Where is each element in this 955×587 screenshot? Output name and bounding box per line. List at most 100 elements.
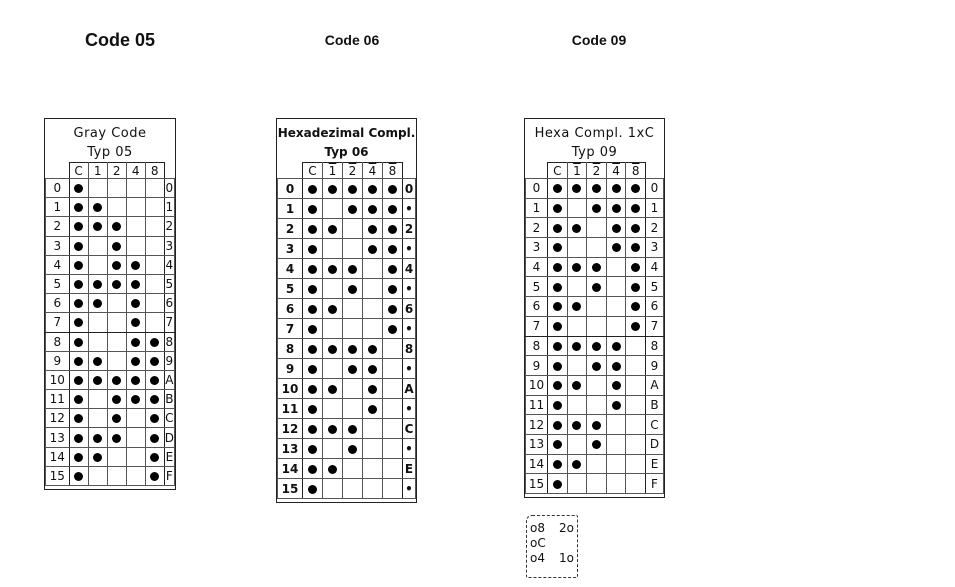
bit-cell	[125, 350, 146, 371]
dot-icon	[552, 204, 562, 214]
bit-cell	[586, 473, 607, 494]
bit-cell	[125, 177, 146, 199]
bit-cell	[625, 237, 646, 258]
bit-cell	[605, 315, 627, 337]
dot-icon	[368, 184, 377, 194]
hex-value: •	[402, 238, 416, 259]
code-05-column-header: 4	[125, 162, 146, 179]
dot-icon	[74, 395, 84, 405]
dot-icon	[150, 433, 160, 443]
dot-icon	[348, 444, 357, 454]
bit-cell	[586, 315, 607, 337]
bit-cell	[144, 235, 165, 256]
bit-cell	[586, 178, 607, 199]
code-06-row: 14 E	[277, 458, 416, 479]
row-number: 6	[45, 293, 70, 314]
bit-cell	[566, 276, 588, 298]
dot-icon	[112, 260, 122, 270]
bit-cell	[586, 374, 607, 396]
dot-icon	[631, 223, 641, 233]
code-09-column-header: 4	[605, 162, 627, 179]
bit-cell	[87, 446, 108, 467]
bit-cell	[362, 438, 383, 459]
bit-cell	[382, 418, 403, 439]
dot-icon	[112, 375, 122, 385]
bit-cell	[322, 398, 343, 419]
dot-icon	[112, 280, 122, 290]
bit-cell	[362, 298, 383, 319]
bit-cell	[362, 238, 383, 259]
row-number: 2	[277, 218, 303, 239]
bit-cell	[68, 197, 89, 218]
hex-value: 3	[164, 235, 176, 256]
row-number: 11	[45, 389, 70, 410]
bit-cell	[625, 276, 646, 298]
row-number: 11	[525, 394, 548, 416]
dot-icon	[74, 260, 84, 270]
row-number: 14	[277, 458, 303, 479]
dot-icon	[591, 184, 601, 194]
code-06-row: 3•	[277, 238, 416, 259]
bit-cell	[144, 254, 165, 275]
bit-cell	[547, 296, 568, 317]
hex-value: 6	[402, 298, 416, 319]
bit-cell	[68, 177, 89, 199]
hex-value: 3	[645, 237, 665, 258]
bit-cell	[342, 438, 363, 459]
dot-icon	[348, 204, 357, 214]
hex-value: 4	[164, 254, 176, 275]
row-number: 10	[277, 378, 303, 399]
bit-cell	[68, 293, 89, 314]
bit-cell	[342, 318, 363, 339]
bit-cell	[106, 369, 127, 391]
bit-cell	[322, 318, 343, 339]
dot-icon	[591, 282, 601, 292]
bit-cell	[547, 473, 568, 494]
bit-cell	[144, 312, 165, 333]
dot-icon	[308, 284, 317, 294]
hex-value: E	[402, 458, 416, 479]
row-number: 8	[45, 331, 70, 352]
bit-cell	[382, 258, 403, 279]
bit-cell	[302, 258, 323, 279]
dot-icon	[308, 364, 317, 374]
row-number: 1	[277, 198, 303, 219]
bit-cell	[125, 369, 146, 391]
dot-icon	[308, 464, 317, 474]
row-number: 11	[277, 398, 303, 419]
bit-cell	[125, 331, 146, 352]
hex-value: 1	[645, 197, 665, 219]
bit-cell	[322, 438, 343, 459]
dot-icon	[552, 243, 562, 253]
bit-cell	[144, 293, 165, 314]
bit-cell	[87, 216, 108, 237]
code-06-row: 15•	[277, 478, 416, 499]
bit-cell	[342, 218, 363, 239]
hex-value: 8	[164, 331, 176, 352]
bit-cell	[625, 414, 646, 435]
dot-icon	[552, 479, 562, 489]
dot-icon	[150, 414, 160, 424]
dot-icon	[112, 433, 122, 443]
dot-icon	[611, 184, 621, 194]
hex-value: A	[402, 378, 416, 399]
hex-value: D	[645, 433, 665, 455]
dot-icon	[348, 264, 357, 274]
dot-icon	[368, 224, 377, 234]
dot-icon	[368, 244, 377, 254]
code-06-row: 5•	[277, 278, 416, 299]
dot-icon	[93, 280, 103, 290]
dot-icon	[552, 302, 562, 312]
bit-cell	[547, 197, 568, 219]
bit-cell	[547, 335, 568, 357]
dot-icon	[131, 318, 141, 328]
dot-icon	[368, 384, 377, 394]
